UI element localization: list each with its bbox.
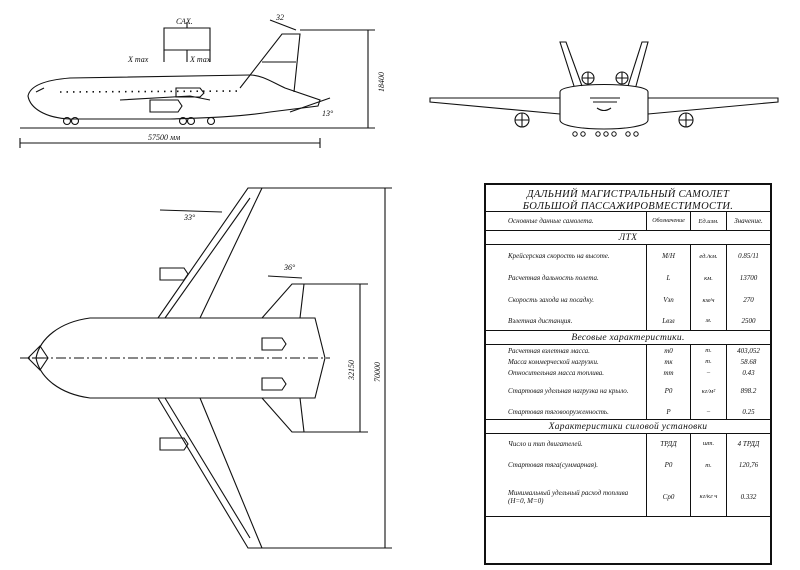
- spec-name-cell: Расчетная взлетная масса.: [508, 346, 590, 355]
- tail-angle-label: 32: [275, 13, 284, 22]
- spec-value-cell: 58.68: [726, 356, 770, 367]
- spec-symbol-cell: Vзп: [646, 289, 690, 311]
- spec-name-cell: Взлетная дистанция.: [508, 316, 573, 325]
- spec-unit-cell: т.: [690, 453, 726, 477]
- spec-value-cell: 0.43: [726, 367, 770, 378]
- spec-value-cell: 270: [726, 289, 770, 311]
- spec-value-cell: 0.332: [726, 477, 770, 516]
- spec-name-cell: Минимальный удельный расход топлива (H=0…: [508, 488, 629, 505]
- plan-view: [20, 187, 392, 549]
- stab-sweep-label: 36°: [283, 263, 296, 272]
- wing-span-label: 70000: [373, 362, 382, 382]
- cax-label: САХ.: [176, 17, 193, 26]
- spec-name-cell: Стартовая удельная нагрузка на крыло.: [508, 387, 629, 395]
- side-view: [19, 19, 375, 148]
- section-power: Характеристики силовой установки: [486, 420, 770, 434]
- spec-unit-cell: км.: [690, 267, 726, 289]
- spec-value-cell: 0.85/11: [726, 245, 770, 267]
- spec-row: Относительная масса топлива. mт–0.43: [486, 367, 770, 378]
- front-view: [429, 41, 779, 137]
- spec-symbol-cell: M/H: [646, 245, 690, 267]
- spec-name-cell: Масса коммерческой нагрузки.: [508, 357, 599, 366]
- spec-unit-cell: ед./км.: [690, 245, 726, 267]
- spec-value-cell: 120,76: [726, 453, 770, 477]
- spec-name-cell: Стартовая тяговооруженность.: [508, 407, 609, 416]
- spec-name-cell: Относительная масса топлива.: [508, 368, 604, 377]
- stab-span-label: 32150: [347, 360, 356, 381]
- spec-symbol-cell: mт: [646, 367, 690, 378]
- spec-name-cell: Скорость захода на посадку.: [508, 296, 595, 304]
- spec-table: ДАЛЬНИЙ МАГИСТРАЛЬНЫЙ САМОЛЕТ БОЛЬШОЙ ПА…: [484, 183, 772, 565]
- spec-symbol-cell: ТРДД: [646, 434, 690, 453]
- length-dimension-label: 57500 мм: [148, 133, 180, 142]
- spec-symbol-cell: P: [646, 404, 690, 419]
- section-weight: Весовые характеристики.: [486, 331, 770, 345]
- spec-unit-cell: м.: [690, 311, 726, 330]
- x-tail-label-2: X тах: [189, 55, 211, 64]
- spec-unit-cell: т.: [690, 345, 726, 356]
- spec-unit-cell: км/ч: [690, 289, 726, 311]
- spec-value-cell: 403,052: [726, 345, 770, 356]
- spec-name-cell: Крейсерская скорость на высоте.: [508, 252, 610, 260]
- spec-unit-cell: т.: [690, 356, 726, 367]
- spec-title: ДАЛЬНИЙ МАГИСТРАЛЬНЫЙ САМОЛЕТ БОЛЬШОЙ ПА…: [486, 185, 770, 212]
- spec-name-cell: Стартовая тяга(суммарная).: [508, 461, 599, 469]
- spec-symbol-cell: mк: [646, 356, 690, 367]
- spec-row: Минимальный удельный расход топлива (H=0…: [486, 477, 770, 517]
- spec-header-row: Основные данные самолета. Обозначение Ед…: [486, 212, 770, 231]
- spec-row: Стартовая тяговооруженность. P–0.25: [486, 404, 770, 420]
- spec-name-cell: Расчетная дальность полета.: [508, 274, 599, 282]
- spec-value-cell: 0.25: [726, 404, 770, 419]
- spec-unit-cell: кг/кг ч: [690, 477, 726, 516]
- spec-symbol-cell: m0: [646, 345, 690, 356]
- spec-symbol-cell: Lвзл: [646, 311, 690, 330]
- spec-symbol-cell: Cp0: [646, 477, 690, 516]
- x-tail-label-1: X тах: [127, 55, 149, 64]
- spec-unit-cell: –: [690, 404, 726, 419]
- spec-unit-cell: кг/м²: [690, 378, 726, 404]
- spec-value-cell: 13700: [726, 267, 770, 289]
- wing-sweep-label: 33°: [183, 213, 196, 222]
- spec-symbol-cell: P0: [646, 453, 690, 477]
- spec-value-cell: 4 ТРДД: [726, 434, 770, 453]
- spec-name-cell: Число и тип двигателей.: [508, 439, 583, 448]
- spec-unit-cell: –: [690, 367, 726, 378]
- spec-symbol-cell: L: [646, 267, 690, 289]
- height-dimension-label: 18400: [377, 72, 386, 92]
- spec-unit-cell: шт.: [690, 434, 726, 453]
- spec-symbol-cell: P0: [646, 378, 690, 404]
- spec-value-cell: 2500: [726, 311, 770, 330]
- section-ltx: ЛТХ: [486, 231, 770, 245]
- spec-value-cell: 898.2: [726, 378, 770, 404]
- ground-angle-label: 13°: [322, 109, 334, 118]
